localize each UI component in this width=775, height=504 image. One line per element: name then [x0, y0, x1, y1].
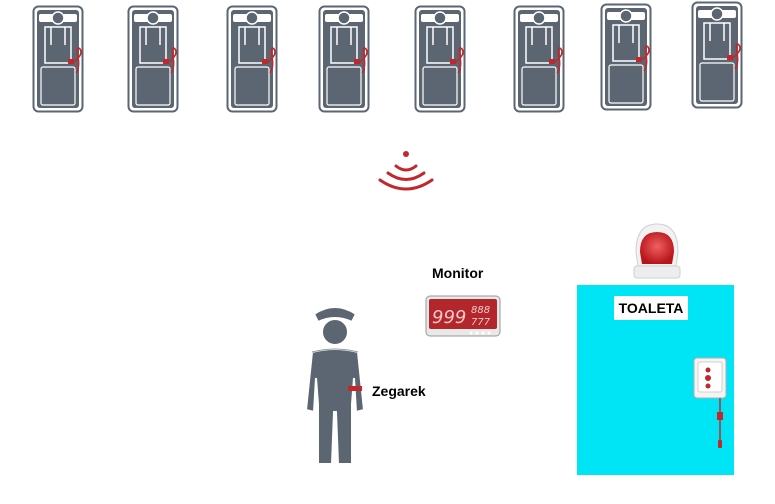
wireless-signal-icon: [372, 150, 440, 196]
nurse-icon: [298, 300, 372, 468]
alarm-siren-icon: [630, 222, 684, 280]
monitor-label: Monitor: [432, 265, 484, 281]
monitor-main-number: 999: [432, 307, 466, 328]
toilet-label: TOALETA: [614, 296, 688, 320]
monitor-small-number-bottom: 777: [471, 317, 491, 328]
monitor-display: 999 888 777: [425, 295, 501, 337]
patient-bed-icon: [127, 5, 179, 113]
patient-bed-icon: [414, 5, 466, 113]
patient-bed-icon: [600, 3, 652, 111]
watch-label: Zegarek: [372, 383, 426, 399]
patient-bed-icon: [513, 5, 565, 113]
patient-bed-icon: [691, 1, 743, 109]
pull-cord-call-point-icon: [692, 356, 728, 452]
patient-bed-icon: [32, 5, 84, 113]
monitor-small-number-top: 888: [471, 305, 490, 316]
patient-bed-icon: [226, 5, 278, 113]
patient-bed-icon: [318, 5, 370, 113]
